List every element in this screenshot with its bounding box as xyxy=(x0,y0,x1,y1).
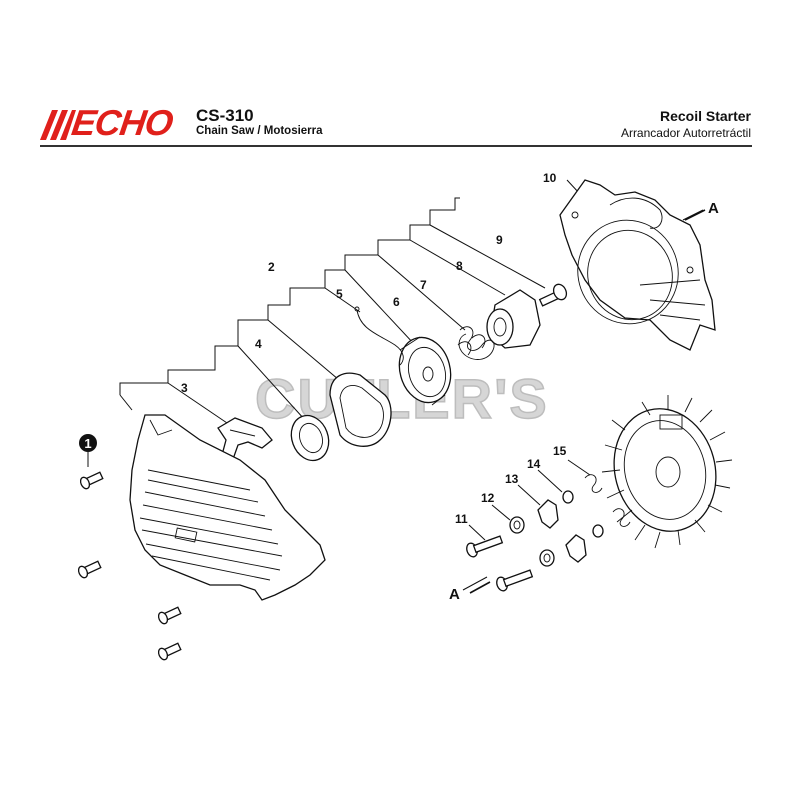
callout-14: 14 xyxy=(527,457,541,471)
callout-9: 9 xyxy=(496,233,503,247)
callout-3: 3 xyxy=(181,381,188,395)
assembly-bracket xyxy=(119,197,546,426)
callout-10: 10 xyxy=(543,171,557,185)
reference-markers xyxy=(469,209,706,594)
fan-housing-part xyxy=(559,179,716,351)
flywheel-part xyxy=(601,395,733,549)
leader-lines xyxy=(462,179,704,591)
reference-a-bottom: A xyxy=(449,586,460,603)
starter-rope-part xyxy=(354,306,404,366)
callout-15: 15 xyxy=(553,444,567,458)
cover-screws-part xyxy=(77,471,182,661)
rings-part-14 xyxy=(562,490,604,538)
model-number: CS-310 xyxy=(196,106,254,125)
starter-handle-part xyxy=(217,417,273,464)
callout-2: 2 xyxy=(268,260,275,274)
pawls-part-13 xyxy=(537,499,587,563)
product-subtitle: Chain Saw / Motosierra xyxy=(196,125,323,137)
washers-part-12 xyxy=(509,516,555,567)
callout-8: 8 xyxy=(456,259,463,273)
starter-cover-part xyxy=(129,414,326,601)
reference-a-top: A xyxy=(708,200,719,217)
callout-5: 5 xyxy=(336,287,343,301)
callout-12: 12 xyxy=(481,491,495,505)
callout-1-badge xyxy=(79,434,97,452)
spring-case-part xyxy=(329,372,392,447)
pulley-hub-part xyxy=(486,289,541,349)
pawl-bolts-part-11 xyxy=(466,535,534,592)
page-header: ECHO CS-310 Chain Saw / Motosierra Recoi… xyxy=(0,0,800,150)
section-subtitle: Arrancador Autorretráctil xyxy=(620,126,751,140)
callout-11: 11 xyxy=(455,512,468,526)
screw-part-9 xyxy=(538,283,568,307)
echo-logo-stripes-icon xyxy=(40,110,76,140)
springs-part-15 xyxy=(584,474,631,527)
callout-13: 13 xyxy=(505,472,519,486)
washer-ring-part xyxy=(290,414,330,462)
callout-7: 7 xyxy=(420,278,427,292)
callout-6: 6 xyxy=(393,295,400,309)
coil-spring-part xyxy=(457,326,495,360)
callout-4: 4 xyxy=(255,337,262,351)
callout-1: 1 xyxy=(84,436,91,451)
header-divider xyxy=(40,145,752,147)
rope-reel-part xyxy=(398,336,452,406)
section-title: Recoil Starter xyxy=(659,108,751,124)
